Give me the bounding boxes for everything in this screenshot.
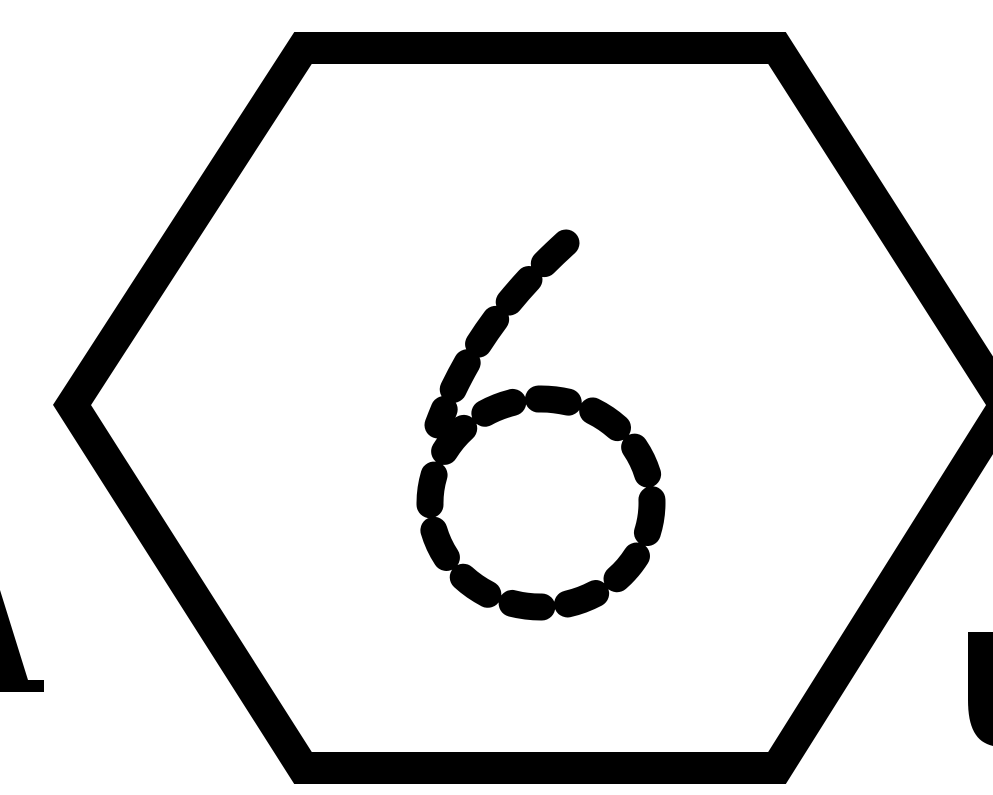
digit-6-loop-dashed [416,385,666,621]
digit-6-stem-dashed [424,229,580,439]
hexagon-frame [52,31,993,784]
left-edge-letter-fragment [0,590,44,692]
right-edge-letter-fragment [968,632,993,746]
